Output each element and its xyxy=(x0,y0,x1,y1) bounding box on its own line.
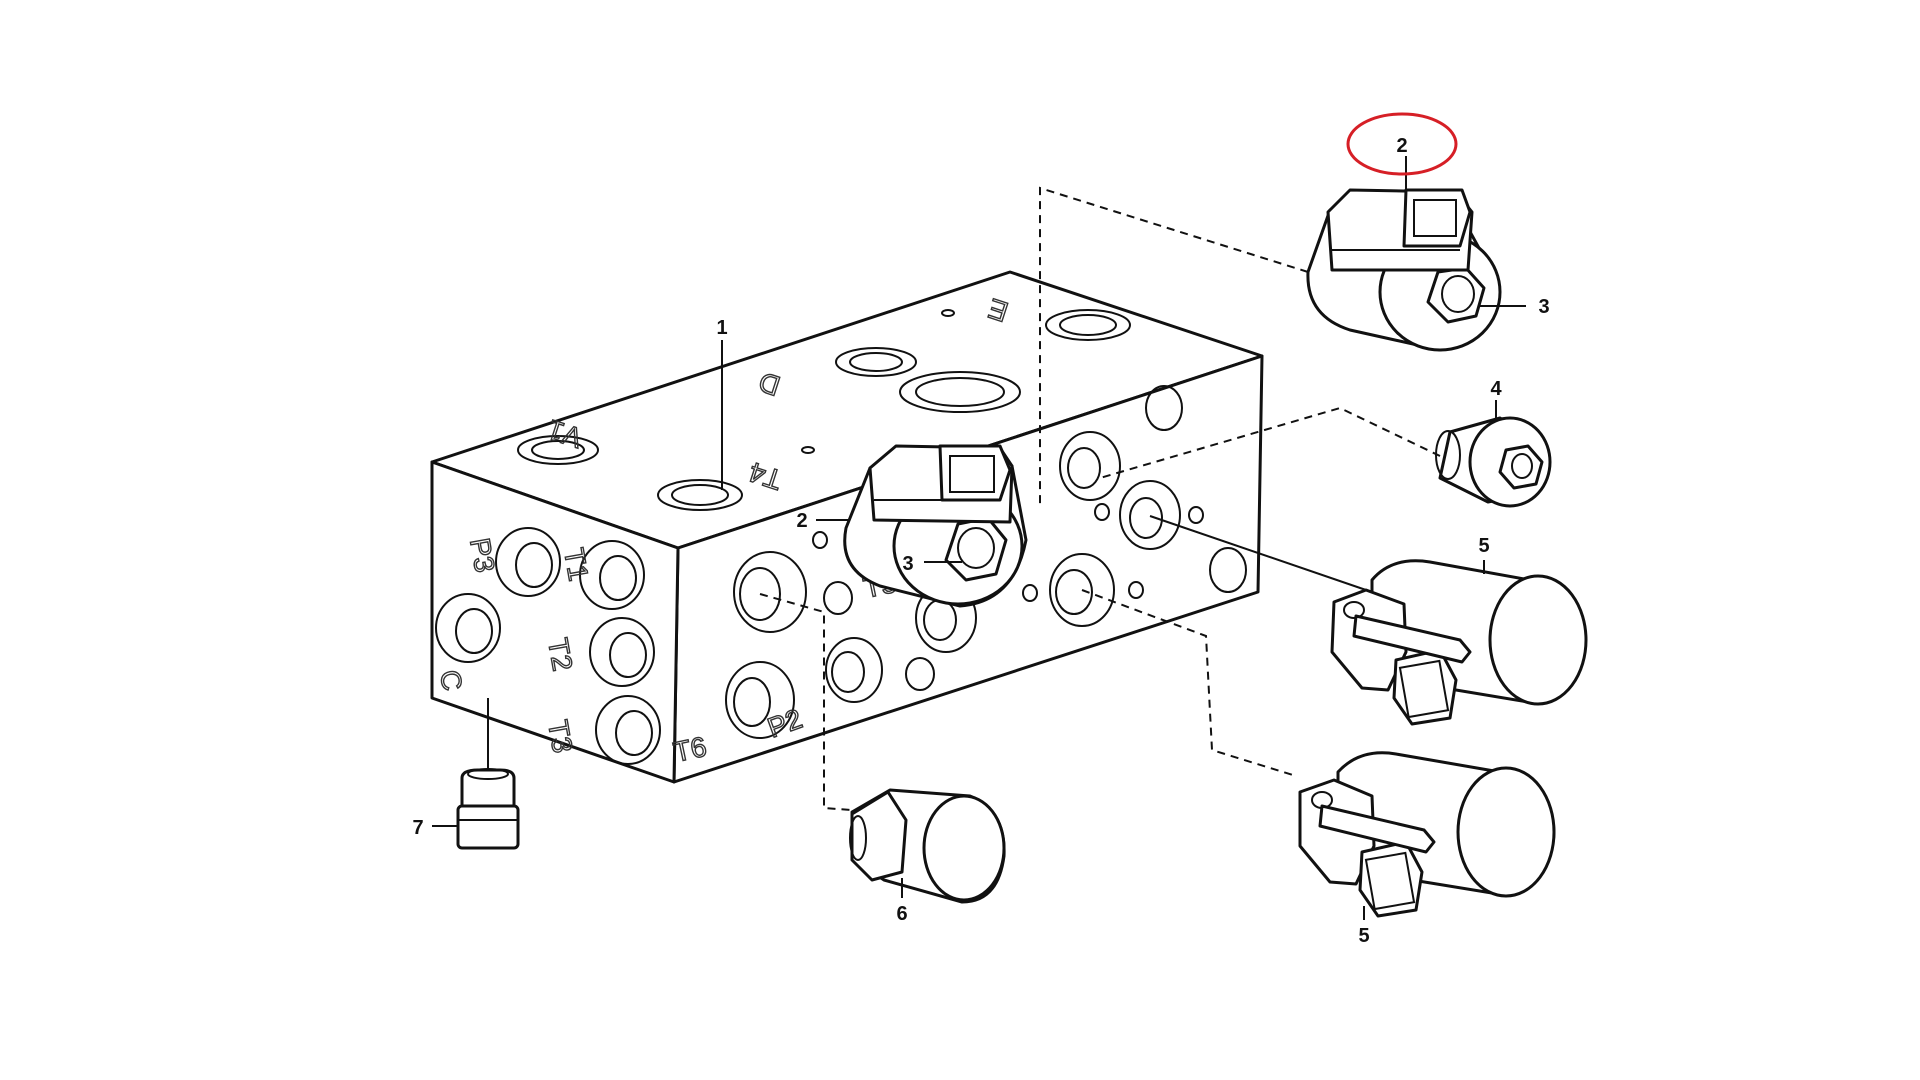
callout-5-top: 5 xyxy=(1478,535,1489,557)
callout-7: 7 xyxy=(412,817,423,839)
leader-lines xyxy=(432,156,1526,920)
callout-2-mid: 2 xyxy=(796,510,807,532)
solenoid-coil-mounted xyxy=(843,444,1028,608)
callout-3-top: 3 xyxy=(1538,296,1549,318)
callout-3-mid: 3 xyxy=(902,553,913,575)
proportional-solenoid-lower xyxy=(1298,751,1556,918)
solenoid-coil-top xyxy=(1306,188,1502,352)
proportional-solenoid-upper xyxy=(1330,559,1588,726)
callout-2-top: 2 xyxy=(1396,135,1407,157)
callout-6: 6 xyxy=(896,903,907,925)
port-label-t3: T3 xyxy=(542,718,578,756)
assembly-lines xyxy=(487,186,1441,811)
callout-4: 4 xyxy=(1490,378,1502,400)
pressure-switch xyxy=(849,788,1006,904)
callout-1: 1 xyxy=(716,317,727,339)
port-label-t1: T1 xyxy=(558,546,594,584)
callout-5-bottom: 5 xyxy=(1358,925,1369,947)
valve-cartridge xyxy=(1435,416,1552,508)
callout-labels: 1 2 2 3 3 4 5 5 6 7 xyxy=(412,135,1549,947)
port-label-p3: P3 xyxy=(464,536,500,575)
highlight-ring xyxy=(1346,112,1458,176)
port-label-t6: T6 xyxy=(671,731,709,768)
plug xyxy=(456,768,520,850)
port-label-t2: T2 xyxy=(542,636,578,674)
